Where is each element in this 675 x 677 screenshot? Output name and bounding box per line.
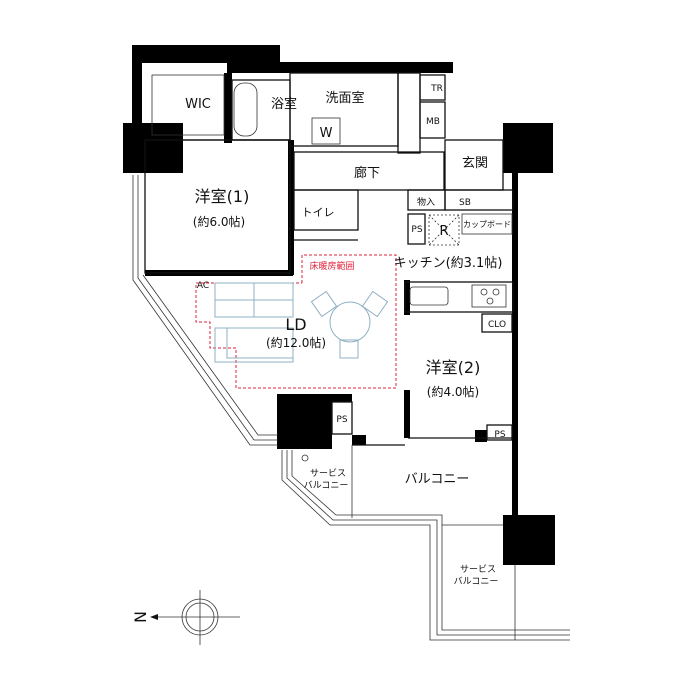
furniture	[214, 282, 389, 363]
label-western2-name: 洋室(2)	[426, 358, 481, 377]
label-ps-column: PS	[336, 415, 347, 425]
label-western1-size: (約6.0帖)	[193, 214, 245, 229]
label-service-balcony2-line2: バルコニー	[454, 576, 499, 587]
label-storage: 物入	[417, 196, 435, 208]
label-washroom: 洗面室	[325, 90, 364, 106]
label-ld-name: LD	[285, 315, 306, 334]
label-kitchen: キッチン(約3.1帖)	[394, 256, 503, 271]
label-western1-name: 洋室(1)	[195, 187, 250, 206]
label-ps-room2: PS	[494, 430, 505, 440]
label-ld-size: (約12.0帖)	[266, 335, 326, 350]
label-bath: 浴室	[271, 96, 297, 112]
label-fridge: R	[439, 224, 448, 239]
label-sb: SB	[459, 198, 471, 208]
label-wic: WIC	[185, 97, 211, 112]
label-entrance: 玄関	[462, 156, 488, 171]
label-cupboard: カップボード	[463, 220, 511, 229]
label-service-balcony1-line1: サービス	[310, 468, 346, 479]
label-mb: MB	[426, 117, 440, 127]
label-clo: CLO	[488, 320, 506, 330]
exterior-frame	[132, 175, 570, 641]
label-ps-kitchen: PS	[411, 225, 422, 235]
compass	[150, 590, 240, 645]
floor-heating-area	[195, 254, 397, 389]
label-tr: TR	[430, 84, 443, 94]
label-hallway: 廊下	[354, 165, 380, 181]
label-balcony: バルコニー	[405, 472, 470, 487]
label-western2-size: (約4.0帖)	[427, 384, 479, 399]
structural-walls	[123, 45, 555, 565]
label-service-balcony1-line2: バルコニー	[304, 480, 349, 491]
label-floor-heating: 床暖房範囲	[309, 260, 354, 272]
label-toilet: トイレ	[302, 206, 335, 219]
label-washer: W	[320, 126, 333, 141]
compass-north-label: N	[131, 611, 150, 623]
label-service-balcony2-line1: サービス	[460, 564, 496, 575]
interior-lines	[144, 72, 514, 446]
label-ac: AC	[197, 281, 209, 291]
